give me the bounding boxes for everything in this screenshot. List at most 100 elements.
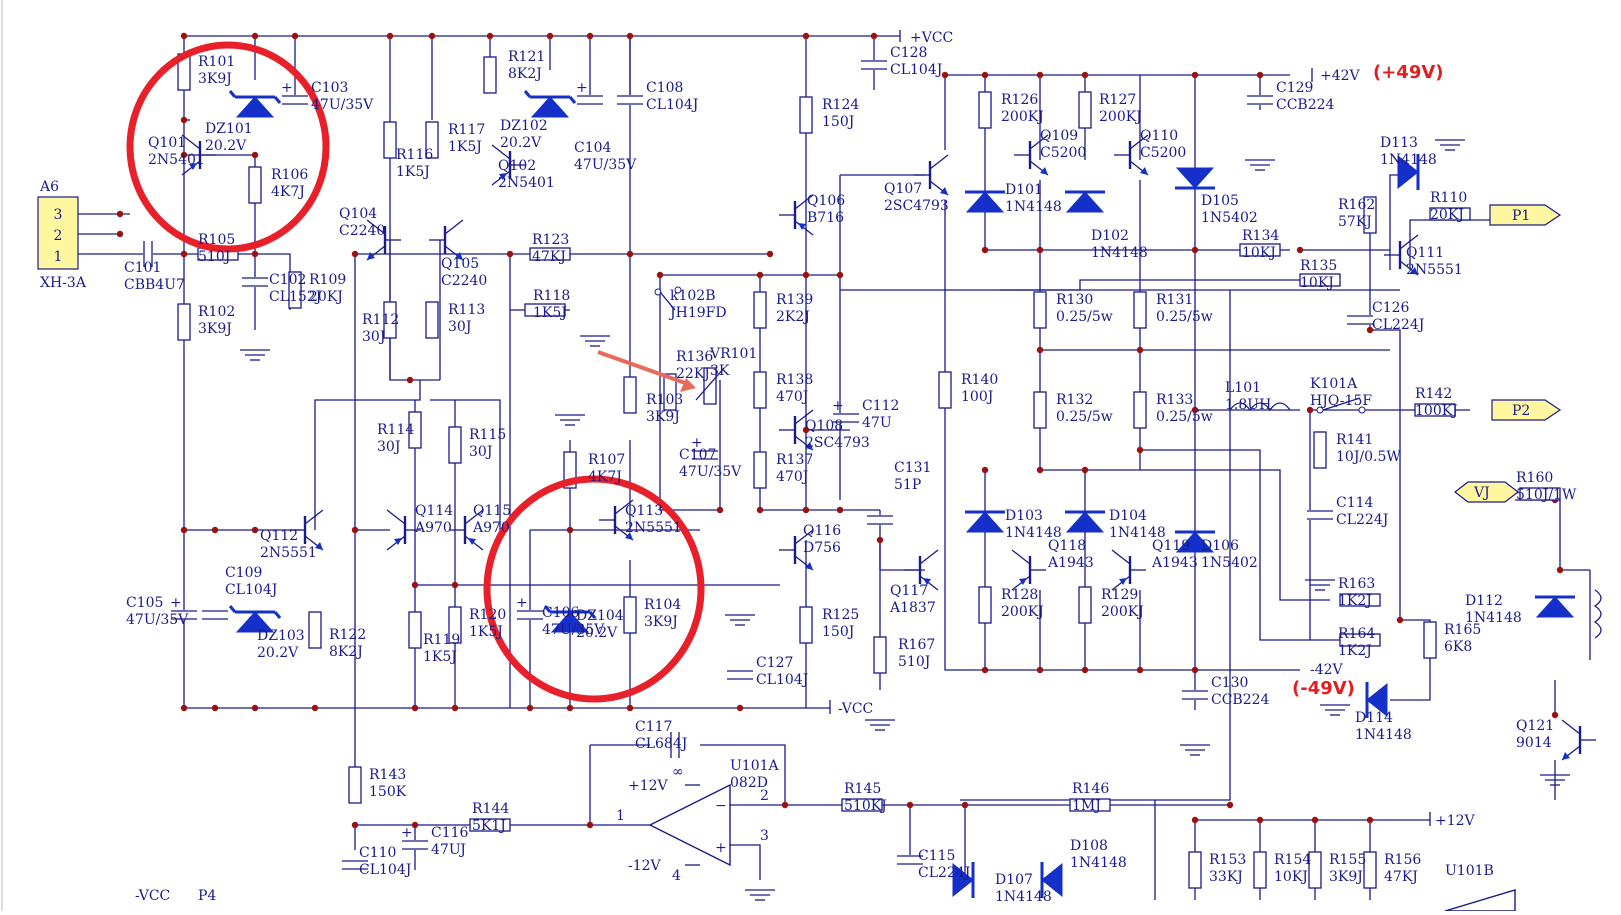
transistor-q116 [779,529,814,571]
label-c108: C108 [646,80,683,96]
red-arrow-head [680,378,696,392]
value-q101: 2N5401 [148,152,205,168]
value-d102: 1N4148 [1091,245,1148,261]
junction-dot [351,250,359,258]
diode-d108 [1040,862,1063,898]
value-q102: 2N5401 [498,175,555,191]
capacitor-symbols: +++++++ [143,60,1374,870]
junction-dot [781,801,789,809]
rail-12-neg: -12V [628,858,662,874]
ground-symbol [725,614,755,626]
label-l101: L101 [1225,380,1261,396]
label-c102: C102 [269,272,306,288]
value-r113: 30J [448,319,471,335]
junction-dot [1136,346,1144,354]
svg-text:+: + [170,595,182,611]
value-r124: 150J [822,114,854,130]
label-r128: R128 [1001,587,1038,603]
resistor-r133 [1133,391,1147,429]
svg-text:+: + [832,398,844,414]
junction-dot [411,704,419,712]
value-r101: 3K9J [198,71,232,87]
ground-symbol [1540,774,1570,786]
value-d114: 1N4148 [1355,727,1412,743]
resistor-r117 [425,121,439,159]
rail-42-neg: -42V [1310,662,1344,678]
opamp-pin-out: 2 [760,788,769,804]
label-r112: R112 [362,312,399,328]
port-vj[interactable]: VJ [1454,481,1519,503]
value-q112: 2N5551 [260,545,317,561]
junction-dot [566,704,574,712]
value-dz101: 20.2V [205,138,247,154]
capacitor-c105: + [170,595,198,620]
connector-pin-3: 3 [54,207,63,223]
diode-d104 [1065,510,1105,533]
connector-a6: 3 2 1 [37,196,90,270]
transistor-q109 [1014,134,1049,176]
resistor-r137 [753,451,767,489]
opamp-minus: − [715,798,727,814]
resistor-r139 [753,291,767,329]
junction-dot [406,376,414,384]
label-dz103: DZ103 [257,628,305,644]
junction-dot [1366,326,1374,334]
label-r142: R142 [1415,386,1452,402]
junction-dot [506,250,514,258]
resistor-r114 [408,411,422,449]
port-p2-label: P2 [1512,403,1530,419]
value-r117: 1K5J [448,139,482,155]
diode-d107 [952,862,975,898]
junction-dot [116,230,124,238]
note-minus-49v: (-49V) [1292,678,1355,699]
junction-dot [586,32,594,40]
junction-dot [411,581,419,589]
diode-dz104 [543,605,597,633]
inductor-l101 [1229,402,1291,412]
junction-dot [836,506,844,514]
label-d103: D103 [1005,508,1043,524]
port-p1[interactable]: P1 [1489,204,1562,226]
capacitor-c131 [866,515,894,525]
junction-dot [251,526,259,534]
value-r142: 100KJ [1415,403,1458,419]
diode-dz101 [228,90,282,118]
label-r167: R167 [898,637,935,653]
junction-dot [1036,346,1044,354]
junction-dot [1366,816,1374,824]
label-r125: R125 [822,607,859,623]
label-r144: R144 [472,801,509,817]
label-r113: R113 [448,302,485,318]
value-r145: 510KJ [844,798,887,814]
value-d106: 1N5402 [1201,555,1258,571]
highlight-circle-top [126,41,330,253]
junction-dot [802,271,810,279]
opamp-inf: ∞ [672,764,684,780]
diode-d112 [1535,595,1575,618]
junction-dot [802,506,810,514]
ground-symbol [240,349,270,361]
port-p2[interactable]: P2 [1491,399,1562,421]
junction-dot [251,250,259,258]
rail-vcc-neg-b: -VCC [135,888,170,904]
junction-dot [961,801,969,809]
component-labels: R1013K9JR1023K9JR1033K9JR1043K9JR105510J… [124,45,1577,905]
value-u101a: 082D [730,775,768,791]
label-r156: R156 [1384,852,1421,868]
value-r131: 0.25/5w [1156,309,1213,325]
value-c110: CL104J [359,862,411,878]
label-r106: R106 [271,167,308,183]
label-d114: D114 [1355,710,1393,726]
junction-dot [1081,666,1089,674]
label-c109: C109 [225,565,262,581]
diode-d106 [1175,530,1215,553]
capacitor-c127 [726,670,754,680]
junction-dot [386,32,394,40]
value-r141: 10J/0.5W [1336,449,1401,465]
junction-dot [1036,246,1044,254]
label-vr101: VR101 [709,346,757,362]
resistor-r165 [1423,621,1437,659]
value-r129: 200KJ [1101,604,1144,620]
svg-text:+: + [691,435,703,451]
